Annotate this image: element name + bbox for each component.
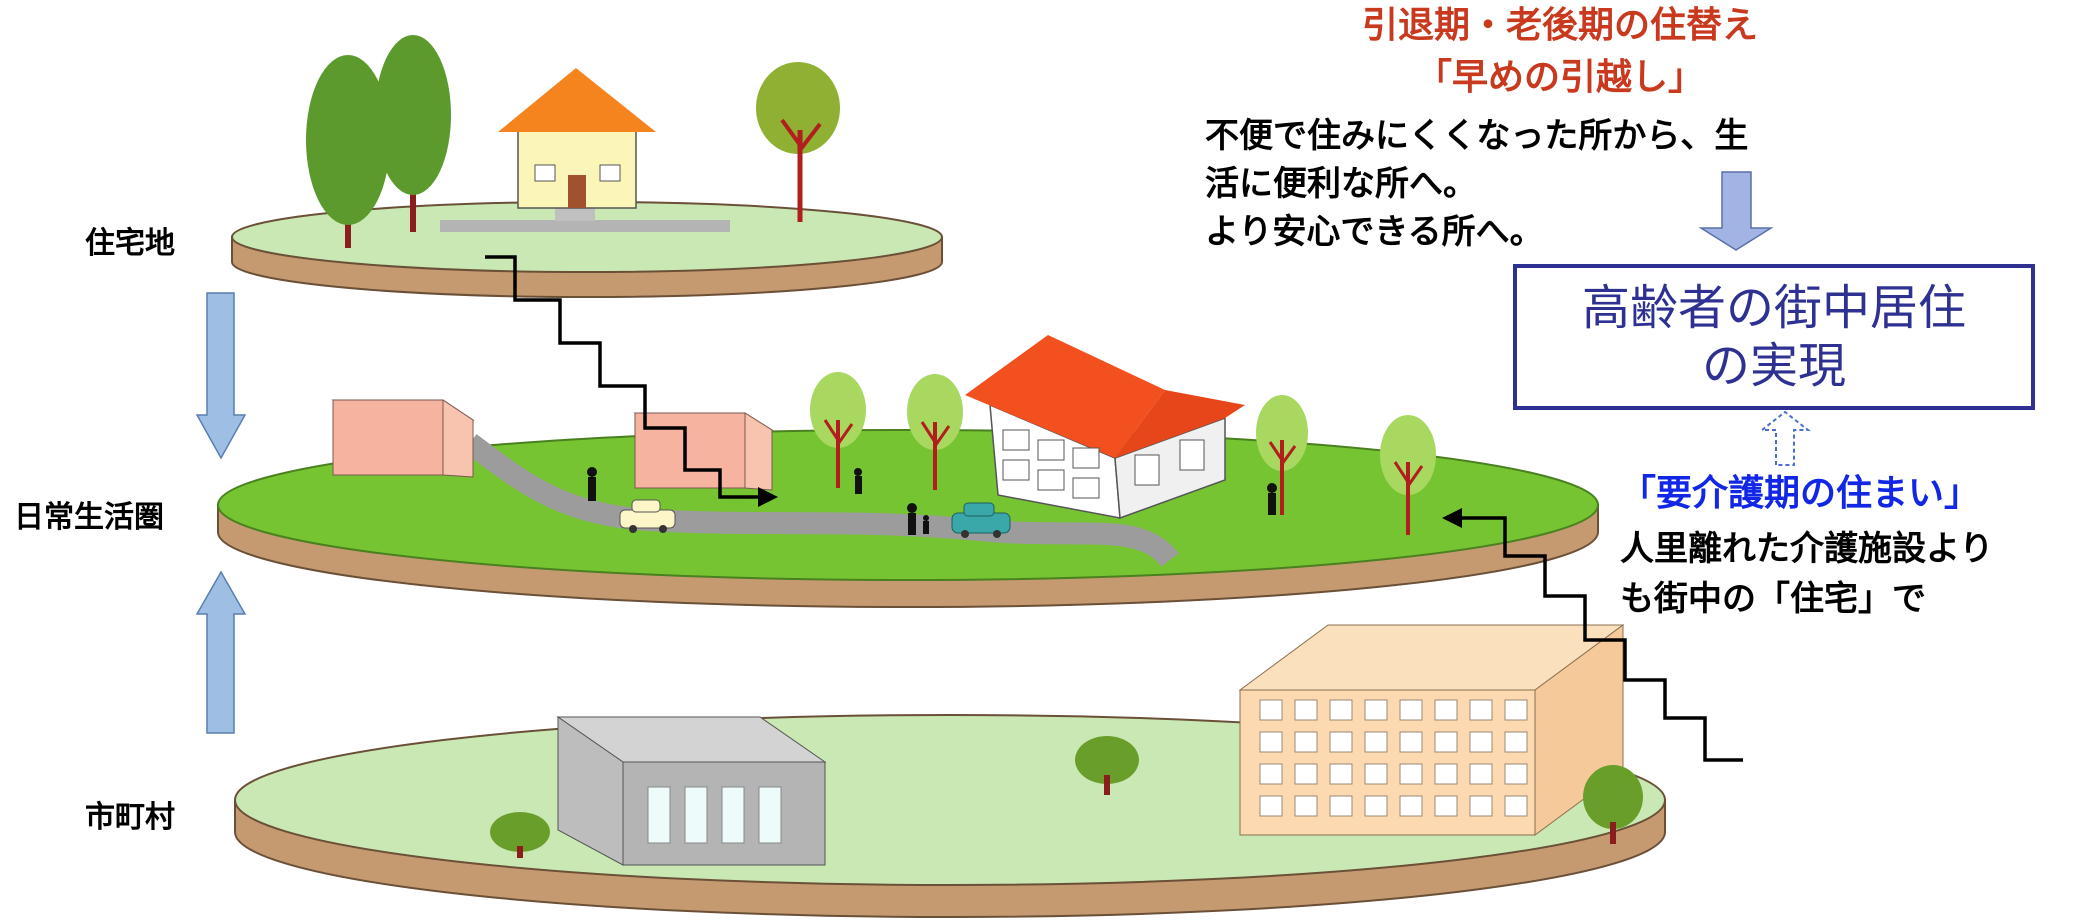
arrow-down-icon: [1698, 171, 1774, 251]
building-icon: [633, 412, 774, 491]
tree-icon: [1256, 395, 1308, 515]
level-label-municipality: 市町村: [85, 800, 175, 835]
building-icon: [1238, 624, 1625, 836]
person-icon: [907, 503, 929, 535]
house-icon: [440, 68, 730, 232]
goal-line2: の実現: [1701, 338, 1846, 394]
goal-line1: 高齢者の街中居住: [1581, 280, 1966, 336]
house-icon: [965, 335, 1245, 520]
tree-icon: [810, 372, 866, 488]
tree-icon: [306, 55, 390, 248]
arrow-up-icon: [195, 570, 247, 734]
person-icon: [1267, 483, 1277, 515]
car-icon: [951, 502, 1011, 538]
person-icon: [587, 467, 597, 501]
tree-icon: [907, 374, 963, 490]
arrow-up-icon: [1759, 410, 1811, 466]
level-label-daily-life: 日常生活圏: [14, 500, 164, 535]
level-label-residential: 住宅地: [85, 226, 175, 261]
retirement-body-line: 活に便利な所へ。: [1205, 164, 1477, 204]
tree-icon: [1583, 765, 1643, 844]
retirement-body: 不便で住みにくくなった所から、生 活に便利な所へ。 より安心できる所へ。: [1205, 112, 1748, 256]
tree-icon: [1380, 415, 1436, 535]
move-path-to-daily-life: [485, 255, 778, 507]
retirement-body-line: 不便で住みにくくなった所から、生: [1205, 116, 1749, 156]
person-icon: [854, 468, 862, 494]
building-windows: [1259, 699, 1528, 817]
tree-icon: [375, 35, 451, 232]
retirement-body-line: より安心できる所へ。: [1205, 212, 1544, 252]
tree-icon: [756, 62, 840, 222]
arrow-down-icon: [195, 292, 247, 460]
retirement-heading-line2: 「早めの引越し」: [1415, 57, 1704, 98]
care-body: 人里離れた介護施設より も街中の「住宅」で: [1620, 524, 1993, 624]
residential-platform: [231, 201, 943, 298]
care-body-line: 人里離れた介護施設より: [1620, 529, 1994, 569]
care-heading: 「要介護期の住まい」: [1620, 473, 1981, 514]
road: [463, 434, 1179, 568]
care-body-line: も街中の「住宅」で: [1620, 579, 1926, 619]
car-icon: [619, 499, 676, 533]
tree-icon: [490, 812, 550, 858]
retirement-heading-line1: 引退期・老後期の住替え: [1361, 5, 1758, 46]
tree-icon: [1075, 736, 1139, 795]
move-path-from-municipality: [1442, 508, 1743, 762]
building-icon: [556, 716, 827, 866]
goal-box: 高齢者の街中居住 の実現: [1513, 264, 2035, 410]
building-icon: [331, 399, 475, 478]
